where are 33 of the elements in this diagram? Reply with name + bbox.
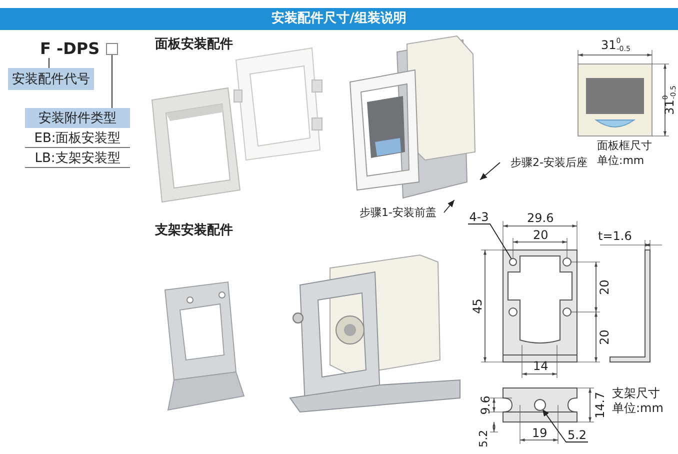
model-code: F -DPS xyxy=(40,38,106,58)
drawing-caption: 支架尺寸 xyxy=(612,386,660,400)
step-label: 步骤1-安装前盖 xyxy=(352,205,444,220)
dimension-value: 14.7 xyxy=(592,392,608,419)
type-row: LB:支架安装型 xyxy=(25,148,130,168)
code-slot xyxy=(106,43,118,55)
callout-label: 5.2 xyxy=(566,428,588,442)
code-label: 安装配件代号 xyxy=(8,68,94,90)
type-header: 安装附件类型 xyxy=(25,108,130,128)
dimension-value: 9.6 xyxy=(478,396,492,415)
dimension-value: 29.6 xyxy=(527,211,554,226)
dimension-value: 19 xyxy=(532,426,548,440)
connector-line xyxy=(48,58,50,68)
dimension-value: 20 xyxy=(533,228,548,242)
unit-note: 单位:mm xyxy=(612,401,664,416)
section-heading: 面板安装配件 xyxy=(155,37,233,53)
pointer-arrow xyxy=(444,200,455,213)
step-label: 步骤2-安装后座 xyxy=(500,155,598,170)
dimension-value: 14 xyxy=(533,359,548,374)
title-bar: 安装配件尺寸/组装说明 xyxy=(0,8,678,30)
type-row: EB:面板安装型 xyxy=(25,128,130,148)
unit-note: 单位:mm xyxy=(597,154,644,168)
leader-line xyxy=(542,408,588,442)
callout-label: 4-3 xyxy=(468,210,490,224)
dimension-value: t=1.6 xyxy=(598,229,632,244)
dimension-value: 45 xyxy=(470,298,484,314)
section-heading: 支架安装配件 xyxy=(155,223,233,239)
dimension-value: 20 xyxy=(596,280,612,295)
dimension-value: 5.2 xyxy=(477,429,490,447)
dimension-value: 20 xyxy=(596,330,612,345)
drawing-caption: 面板框尺寸 xyxy=(597,139,652,152)
pointer-arrow xyxy=(480,162,500,180)
leader-line xyxy=(468,224,512,260)
